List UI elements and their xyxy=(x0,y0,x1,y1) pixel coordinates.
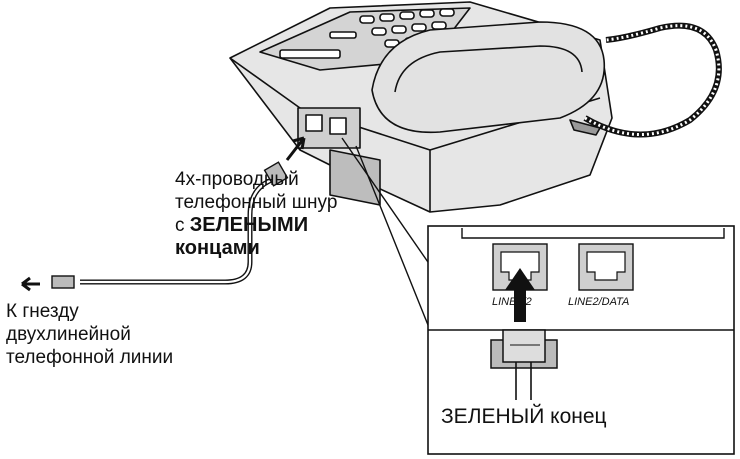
cord-label-ends: концами xyxy=(175,237,260,259)
cord-label-green: ЗЕЛЕНЫМИ xyxy=(189,214,309,236)
cord-plug-phone xyxy=(263,161,289,187)
green-end-plug xyxy=(490,329,558,400)
phone-cord xyxy=(80,175,279,285)
jack-line2-data xyxy=(578,243,634,291)
arrow-into-jack-icon xyxy=(285,136,306,161)
jack2-label: LINE2/DATA xyxy=(568,296,629,308)
cord-label-line2: телефонный шнур xyxy=(175,192,338,213)
arrow-left-icon xyxy=(21,276,40,292)
callout-lines xyxy=(341,137,431,331)
detail-inset: LINE1/2 LINE2/DATA xyxy=(427,225,735,455)
green-end-label: ЗЕЛЕНЫЙ конец xyxy=(441,405,607,428)
jack-line1-2 xyxy=(492,243,548,291)
socket-label-line2: двухлинейной xyxy=(6,324,131,345)
socket-label-line3: телефонной линии xyxy=(6,347,174,368)
telephone-illustration xyxy=(229,1,722,213)
cord-label-line1: 4х-проводный xyxy=(175,169,299,190)
arrow-up-icon xyxy=(505,268,535,322)
cord-plug-wall xyxy=(51,275,75,289)
cord-label-line3-prefix: с xyxy=(175,215,190,236)
socket-label-line1: К гнезду xyxy=(6,301,79,322)
